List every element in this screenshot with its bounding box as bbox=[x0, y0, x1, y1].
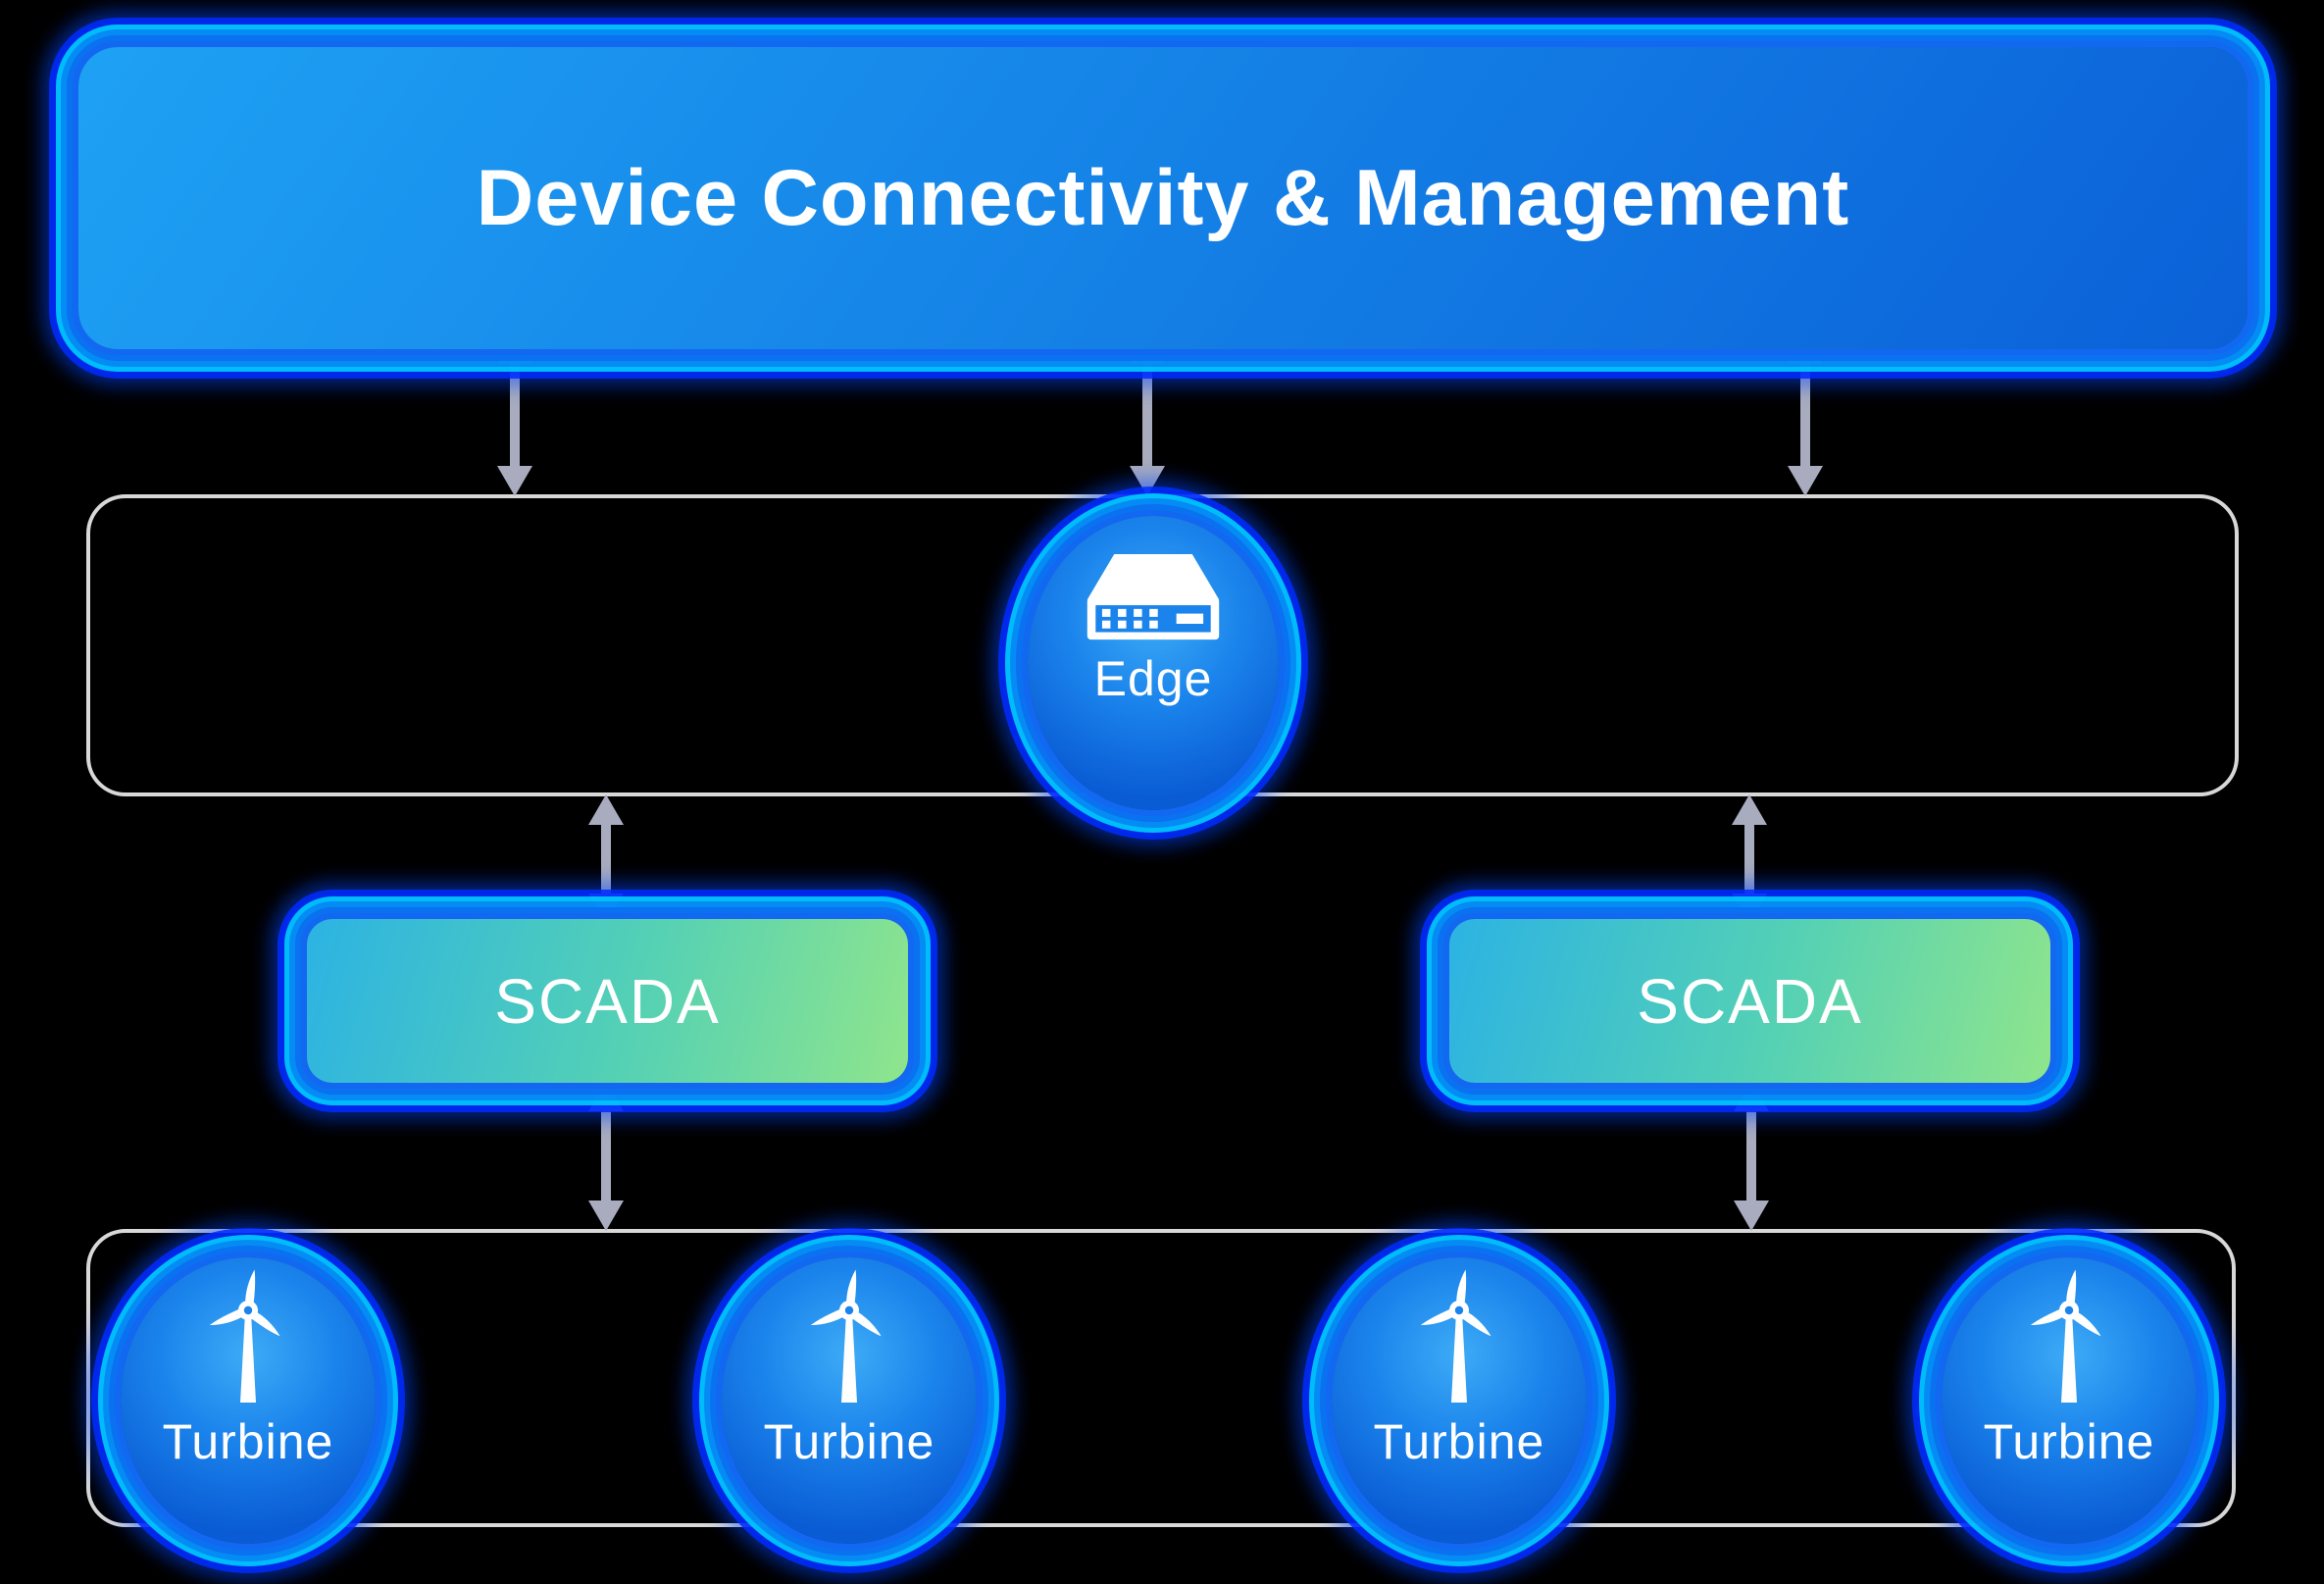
turbine-node-label: Turbine bbox=[1983, 1414, 2155, 1469]
edge-gateway-icon bbox=[1084, 551, 1223, 644]
arrowhead-up-icon bbox=[1732, 794, 1767, 825]
edge-node: Edge bbox=[1028, 516, 1279, 810]
device-connectivity-banner: Device Connectivity & Management bbox=[78, 47, 2248, 349]
arrow-edge-scada-right bbox=[1732, 794, 1767, 924]
wind-turbine-icon bbox=[800, 1265, 898, 1407]
arrow-scada-turbines-right bbox=[1734, 1081, 1769, 1231]
scada-node-right: SCADA bbox=[1449, 919, 2050, 1083]
arrow-banner-edge-left bbox=[497, 333, 532, 496]
arrowhead-down-icon bbox=[497, 466, 532, 496]
edge-node-label: Edge bbox=[1093, 651, 1213, 706]
arrowhead-down-icon bbox=[1130, 466, 1165, 496]
turbine-node-2: Turbine bbox=[722, 1257, 977, 1544]
turbine-node-label: Turbine bbox=[1373, 1414, 1545, 1469]
arrow-banner-edge-center bbox=[1130, 333, 1165, 496]
arrow-banner-edge-right bbox=[1788, 333, 1823, 496]
arrow-edge-scada-left bbox=[588, 794, 624, 924]
wind-turbine-icon bbox=[199, 1265, 297, 1407]
turbine-node-label: Turbine bbox=[162, 1414, 334, 1469]
arrowhead-up-icon bbox=[588, 794, 624, 825]
arrowhead-down-icon bbox=[1788, 466, 1823, 496]
scada-label: SCADA bbox=[494, 965, 721, 1037]
arrowhead-down-icon bbox=[588, 894, 624, 924]
turbine-layer-container bbox=[86, 1229, 2236, 1527]
wind-turbine-icon bbox=[1410, 1265, 1508, 1407]
arrowhead-down-icon bbox=[588, 1201, 624, 1231]
arrowhead-up-icon bbox=[1734, 1081, 1769, 1111]
arrowhead-up-icon bbox=[588, 1081, 624, 1111]
banner-title: Device Connectivity & Management bbox=[476, 153, 1850, 242]
turbine-node-4: Turbine bbox=[1942, 1257, 2197, 1544]
arrow-scada-turbines-left bbox=[588, 1081, 624, 1231]
turbine-node-1: Turbine bbox=[121, 1257, 376, 1544]
arrowhead-down-icon bbox=[1734, 1201, 1769, 1231]
arrowhead-down-icon bbox=[1732, 894, 1767, 924]
turbine-node-3: Turbine bbox=[1332, 1257, 1587, 1544]
scada-label: SCADA bbox=[1637, 965, 1863, 1037]
scada-node-left: SCADA bbox=[307, 919, 908, 1083]
turbine-node-label: Turbine bbox=[763, 1414, 935, 1469]
wind-turbine-icon bbox=[2020, 1265, 2118, 1407]
